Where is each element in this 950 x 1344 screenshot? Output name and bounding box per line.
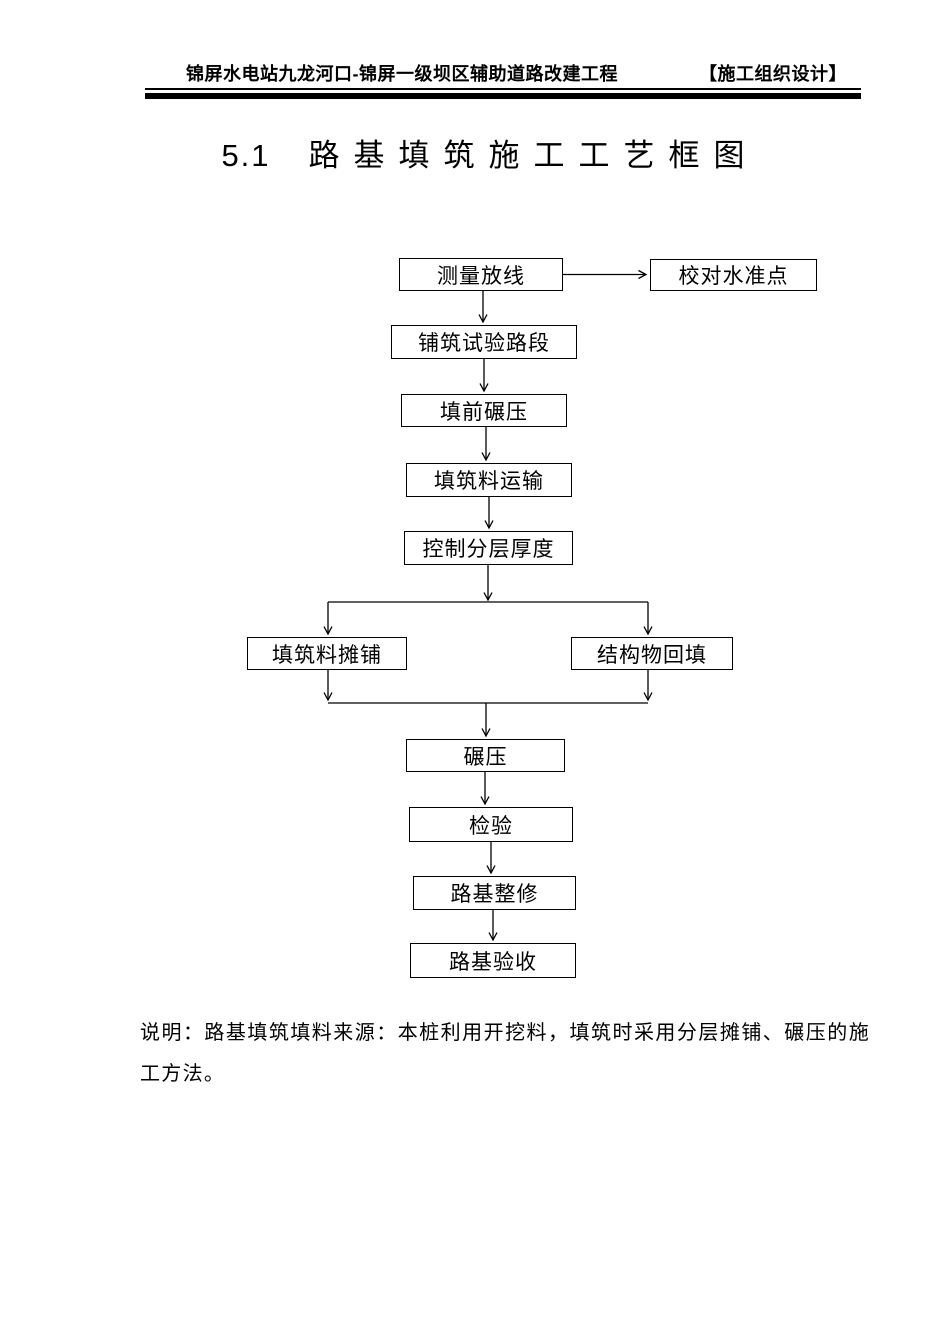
- flow-node-survey-layout: 测量放线: [399, 258, 563, 291]
- flow-node-fill-spreading: 填筑料摊铺: [247, 637, 407, 670]
- header-doc-label: 【施工组织设计】: [699, 64, 847, 84]
- flow-node-fill-transport: 填筑料运输: [406, 463, 572, 497]
- flow-node-rolling: 碾压: [406, 739, 565, 772]
- flow-node-layer-thickness: 控制分层厚度: [404, 531, 573, 565]
- header-project-title: 锦屏水电站九龙河口-锦屏一级坝区辅助道路改建工程: [186, 64, 618, 84]
- flow-node-subgrade-acceptance: 路基验收: [410, 943, 576, 978]
- flow-node-trial-section: 铺筑试验路段: [391, 325, 577, 359]
- page-header: 锦屏水电站九龙河口-锦屏一级坝区辅助道路改建工程 【施工组织设计】: [145, 60, 861, 86]
- section-title-text: 路基填筑施工工艺框图: [308, 138, 759, 173]
- header-divider-thin-line: [145, 88, 861, 90]
- section-title: 5.1 路基填筑施工工艺框图: [0, 130, 950, 175]
- flow-node-structure-backfill: 结构物回填: [571, 637, 733, 670]
- flow-node-pre-fill-rolling: 填前碾压: [401, 394, 567, 427]
- flow-connectors: [323, 269, 653, 942]
- flow-node-inspection: 检验: [409, 807, 573, 842]
- note-paragraph: 说明：路基填筑填料来源：本桩利用开挖料，填筑时采用分层摊铺、碾压的施工方法。: [140, 1022, 870, 1085]
- flow-node-check-benchmark: 校对水准点: [650, 259, 817, 291]
- header-divider: [145, 88, 861, 99]
- flow-node-subgrade-trimming: 路基整修: [413, 876, 576, 910]
- header-divider-thick-line: [145, 93, 861, 99]
- section-number: 5.1: [221, 138, 271, 173]
